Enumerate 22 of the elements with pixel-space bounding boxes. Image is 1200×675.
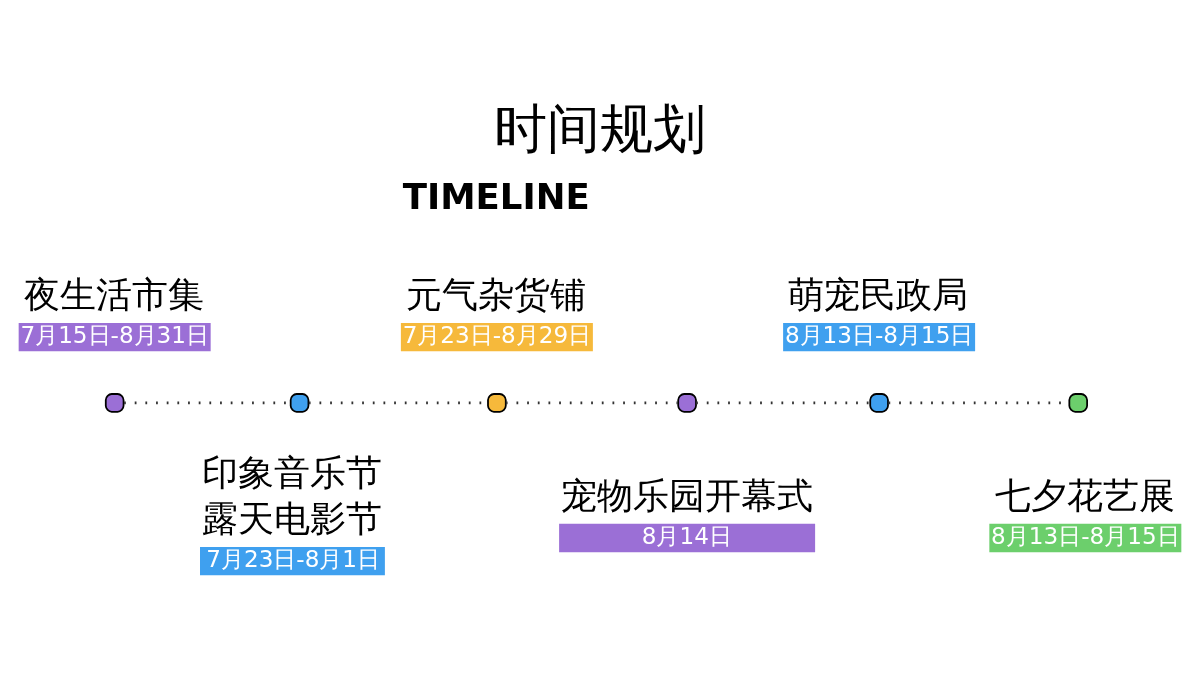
label: TIMELINE bbox=[402, 175, 590, 217]
node-box bbox=[677, 392, 697, 413]
node-label: 露天电影节 bbox=[201, 497, 382, 539]
connector bbox=[696, 401, 870, 404]
node-label: 夜生活市集 bbox=[24, 273, 204, 315]
diagram-title: 时间规划 bbox=[494, 96, 706, 160]
node-label: 8月13日-8月15日 bbox=[784, 321, 974, 348]
node-label: 萌宠民政局 bbox=[788, 273, 969, 315]
node-label: 8月14日 bbox=[641, 522, 732, 549]
node-label: 印象音乐节 bbox=[201, 451, 382, 493]
node-box bbox=[487, 392, 507, 413]
node-box bbox=[1068, 392, 1088, 413]
node-label: 元气杂货铺 bbox=[406, 273, 587, 315]
node-label: 7月23日-8月1日 bbox=[206, 545, 381, 572]
node-box bbox=[289, 392, 310, 413]
node-label: 宠物乐园开幕式 bbox=[560, 474, 813, 516]
node-box bbox=[869, 392, 889, 413]
node-label: 7月23日-8月29日 bbox=[402, 321, 592, 348]
node-label: 七夕花艺展 bbox=[994, 474, 1175, 516]
node-label: 7月15日-8月31日 bbox=[20, 321, 210, 348]
node-box bbox=[104, 392, 125, 413]
node-label: 8月13日-8月15日 bbox=[991, 522, 1180, 549]
